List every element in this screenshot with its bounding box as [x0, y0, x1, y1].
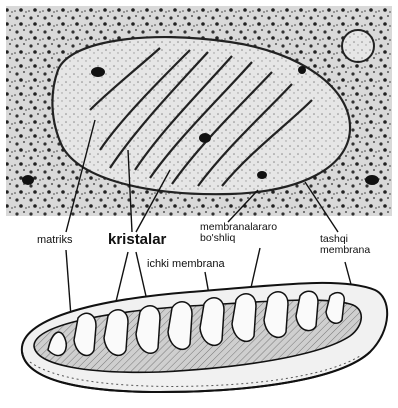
- micrograph-vesicle: [342, 30, 374, 62]
- label-ichki-membrana: ichki membrana: [147, 259, 225, 271]
- label-tashqi-line2: membrana: [320, 245, 370, 256]
- label-membranalararo-boshliq: membranalararo bo'shliq: [200, 222, 277, 244]
- label-matriks: matriks: [37, 235, 72, 247]
- label-membranalararo-line2: bo'shliq: [200, 233, 277, 244]
- micrograph: [6, 6, 392, 216]
- label-kristalar: kristalar: [108, 232, 166, 248]
- label-tashqi-membrana: tashqi membrana: [320, 234, 370, 256]
- cutaway-mitochondrion: [22, 283, 387, 392]
